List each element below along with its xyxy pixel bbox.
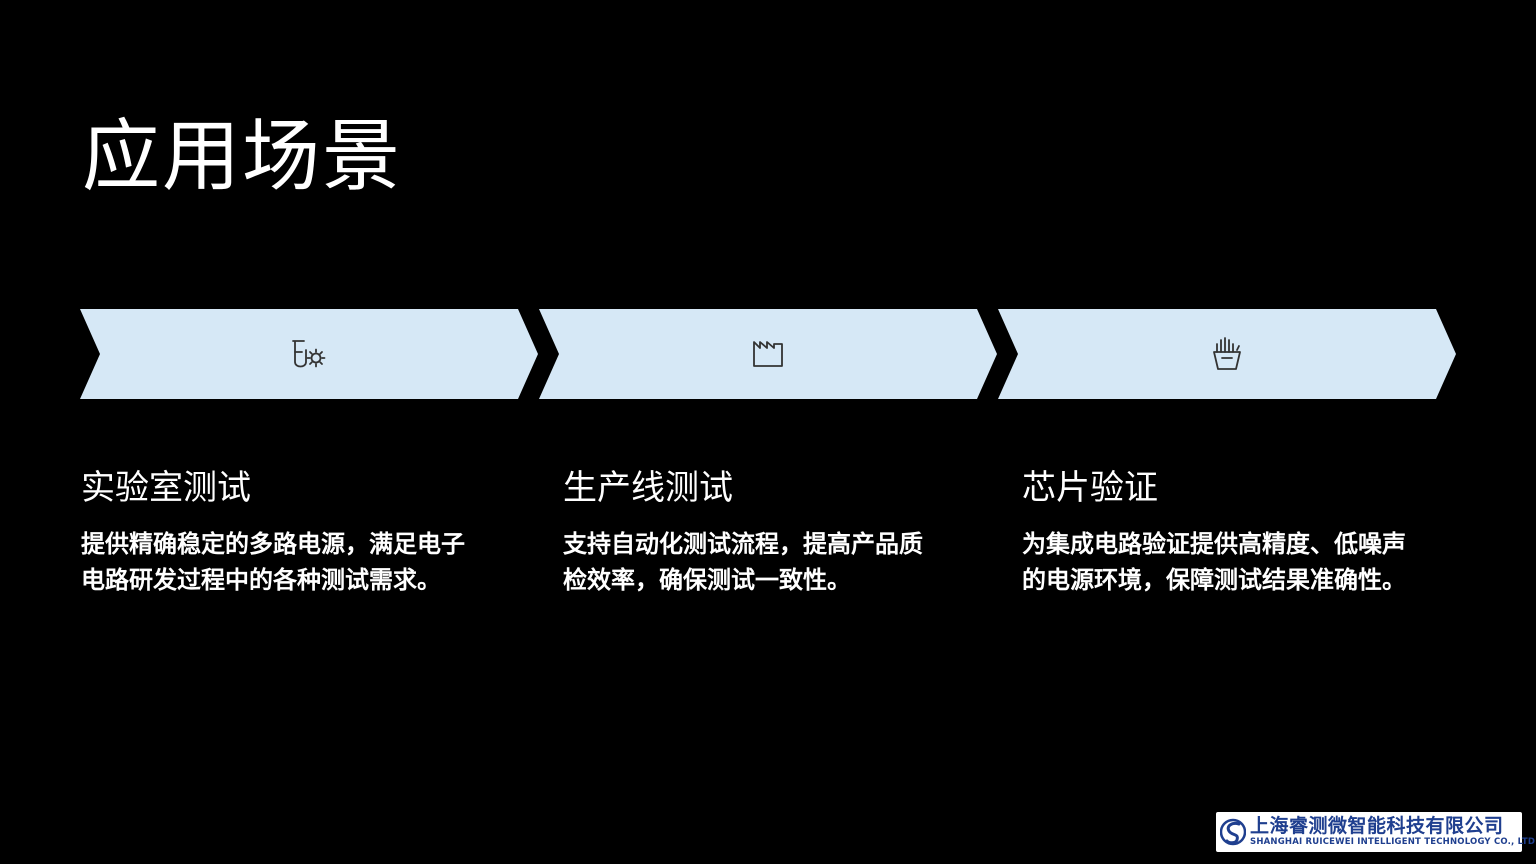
logo-swirl-icon <box>1220 818 1246 846</box>
company-logo: 上海睿测微智能科技有限公司 SHANGHAI RUICEWEI INTELLIG… <box>1216 812 1535 852</box>
logo-company-name-en: SHANGHAI RUICEWEI INTELLIGENT TECHNOLOGY… <box>1250 837 1536 847</box>
scenario-line: 提供精确稳定的多路电源，满足电子 <box>81 530 465 558</box>
scenario-heading-production: 生产线测试 <box>563 468 733 508</box>
scenario-heading-lab: 实验室测试 <box>81 468 251 508</box>
factory-icon <box>753 341 783 367</box>
scenario-line: 支持自动化测试流程，提高产品质 <box>563 530 923 558</box>
chevron-lab <box>80 309 538 399</box>
chip-hand-icon <box>1213 337 1241 370</box>
scenario-description-lab: 提供精确稳定的多路电源，满足电子 电路研发过程中的各种测试需求。 <box>81 526 465 598</box>
scenario-description-chip: 为集成电路验证提供高精度、低噪声 的电源环境，保障测试结果准确性。 <box>1022 526 1406 598</box>
chevron-chip <box>998 309 1456 399</box>
scenario-line: 为集成电路验证提供高精度、低噪声 <box>1022 530 1406 558</box>
logo-company-name-cn: 上海睿测微智能科技有限公司 <box>1250 815 1504 837</box>
slide-title: 应用场景 <box>82 112 403 202</box>
scenario-line: 电路研发过程中的各种测试需求。 <box>81 566 441 594</box>
lab-flask-gear-icon <box>292 340 326 368</box>
chevron-production <box>539 309 997 399</box>
scenario-line: 检效率，确保测试一致性。 <box>563 566 851 594</box>
scenario-heading-chip: 芯片验证 <box>1022 468 1158 508</box>
scenario-description-production: 支持自动化测试流程，提高产品质 检效率，确保测试一致性。 <box>563 526 923 598</box>
scenario-line: 的电源环境，保障测试结果准确性。 <box>1022 566 1406 594</box>
